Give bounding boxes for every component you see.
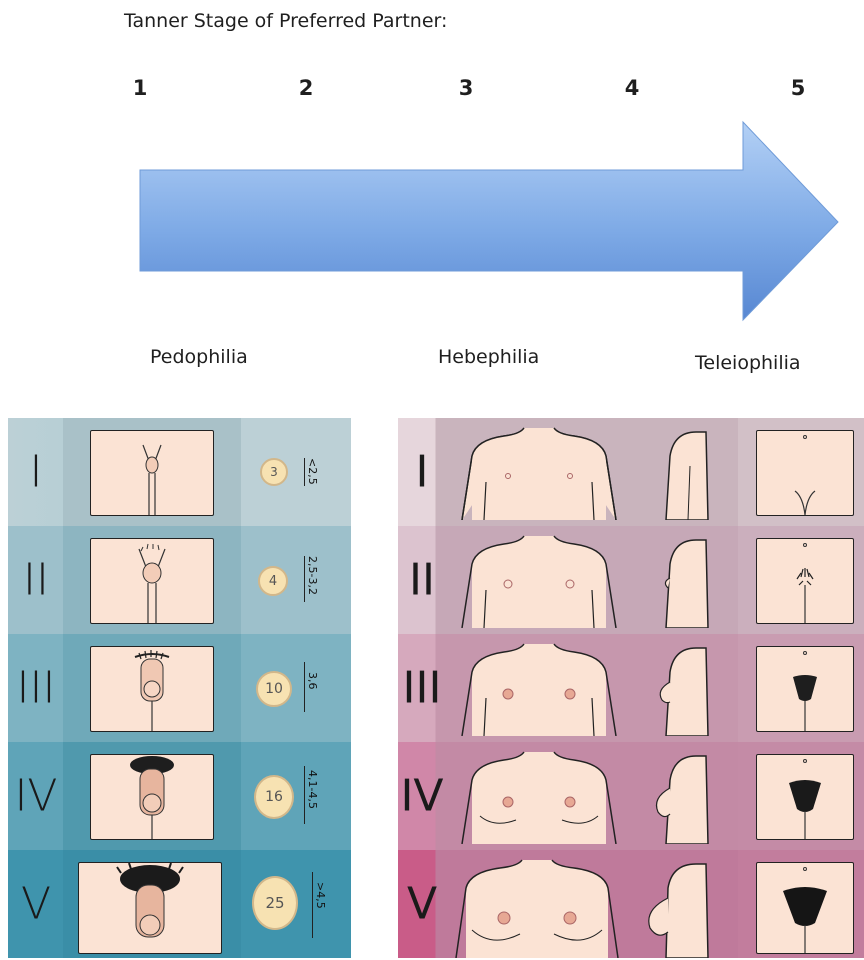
breast-side-illustration (648, 750, 718, 844)
length-bar (304, 662, 305, 712)
length-bar (304, 556, 305, 602)
length-label: 2,5-3,2 (306, 556, 319, 595)
length-label: 4,1-4,5 (306, 770, 319, 809)
stage-numeral: IV (398, 771, 446, 822)
category-label: Pedophilia (150, 346, 248, 368)
female-stage-row: II (398, 526, 864, 634)
stage-numeral: I (398, 447, 446, 498)
female-pubic-illustration (756, 646, 854, 732)
stage-numeral: IV (8, 771, 64, 822)
male-stage-row: II 4 2,5-3,2 (8, 526, 351, 634)
breast-side-illustration (648, 426, 718, 520)
stage-numeral: III (398, 663, 446, 714)
stage-numeral: V (8, 879, 64, 930)
male-genitalia-illustration (90, 430, 214, 516)
male-genitalia-illustration (90, 646, 214, 732)
stage-numeral: II (398, 555, 446, 606)
male-genitalia-illustration (78, 862, 222, 954)
male-genitalia-illustration (90, 538, 214, 624)
category-label: Hebephilia (438, 346, 539, 368)
testicular-volume: 25 (252, 876, 298, 930)
female-stage-row: V (398, 850, 864, 958)
stage-numeral: I (8, 447, 64, 498)
testicular-volume: 3 (260, 458, 288, 486)
length-label: 3,6 (306, 672, 319, 690)
breast-front-illustration (454, 750, 624, 844)
testicular-volume: 16 (254, 775, 294, 819)
testicular-volume: 10 (256, 671, 292, 707)
stage-numeral: II (8, 555, 64, 606)
female-stage-row: III (398, 634, 864, 742)
male-stage-row: I 3 <2,5 (8, 418, 351, 526)
male-genitalia-illustration (90, 754, 214, 840)
male-tanner-chart: I 3 <2,5 II 4 2,5-3,2 III (8, 418, 351, 960)
category-label: Teleiophilia (695, 352, 801, 374)
male-stage-row: V 25 >4,5 (8, 850, 351, 958)
breast-side-illustration (644, 858, 718, 958)
female-pubic-illustration (756, 538, 854, 624)
length-bar (304, 766, 305, 824)
female-tanner-chart: I II (398, 418, 864, 960)
testicular-volume: 4 (258, 566, 288, 596)
male-stage-row: IV 16 4,1-4,5 (8, 742, 351, 850)
stage-numeral: III (8, 663, 64, 714)
stage-numeral: V (398, 879, 446, 930)
breast-front-illustration (454, 426, 624, 520)
female-stage-row: I (398, 418, 864, 526)
length-bar (312, 872, 313, 938)
female-pubic-illustration (756, 862, 854, 954)
breast-side-illustration (648, 534, 718, 628)
breast-front-illustration (454, 534, 624, 628)
progression-arrow (0, 0, 864, 340)
female-pubic-illustration (756, 754, 854, 840)
female-stage-row: IV (398, 742, 864, 850)
breast-front-illustration (454, 642, 624, 736)
breast-side-illustration (648, 642, 718, 736)
length-label: >4,5 (314, 882, 327, 909)
length-label: <2,5 (306, 458, 319, 485)
breast-front-illustration (448, 858, 626, 958)
length-bar (304, 458, 305, 486)
female-pubic-illustration (756, 430, 854, 516)
male-stage-row: III 10 3,6 (8, 634, 351, 742)
